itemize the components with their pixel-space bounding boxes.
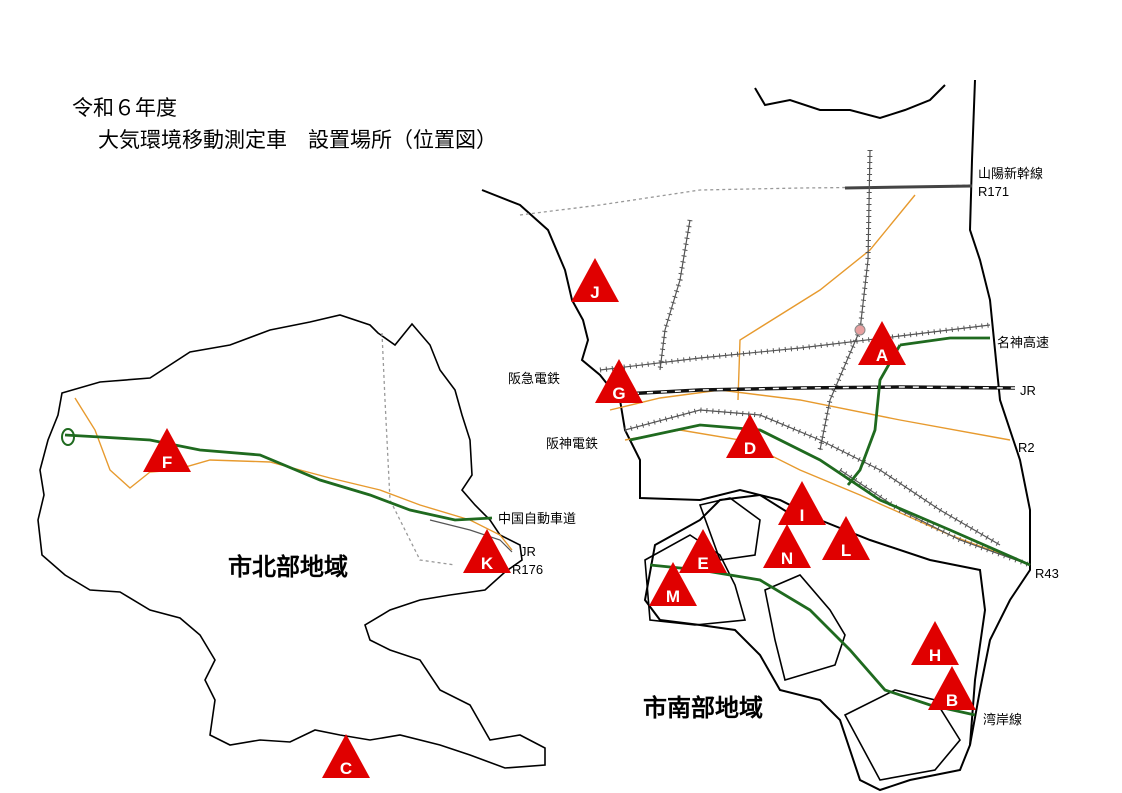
port-island-1 xyxy=(644,534,747,626)
label-sanyo-shinkansen: 山陽新幹線 xyxy=(978,166,1043,181)
hanshin-expressway-link xyxy=(846,344,902,486)
title-line-2: 大気環境移動測定車 設置場所（位置図） xyxy=(98,128,497,152)
south-area-boundary xyxy=(481,189,987,792)
title-line-1: 令和６年度 xyxy=(72,96,177,120)
r43-road xyxy=(624,429,1031,566)
marker-f-triangle xyxy=(143,428,191,472)
marker-a[interactable]: A xyxy=(858,321,906,365)
south-dashed-line xyxy=(519,184,973,216)
marker-b-triangle xyxy=(928,666,976,710)
label-r171: R171 xyxy=(978,184,1009,199)
north-national-road xyxy=(74,397,513,551)
marker-a-label: A xyxy=(876,346,888,365)
marker-i-label: I xyxy=(800,506,805,525)
label-r176: R176 xyxy=(512,562,543,577)
marker-e-triangle xyxy=(679,529,727,573)
marker-c-label: C xyxy=(340,759,352,778)
marker-h-triangle xyxy=(911,621,959,665)
marker-j[interactable]: J xyxy=(571,258,619,302)
region-label-south: 市南部地域 xyxy=(643,694,763,722)
north-expressway xyxy=(64,433,493,522)
marker-m-label: M xyxy=(666,587,680,606)
marker-k-label: K xyxy=(481,554,494,573)
marker-g[interactable]: G xyxy=(595,359,643,403)
marker-g-triangle xyxy=(595,359,643,403)
label-hanshin: 阪神電鉄 xyxy=(546,436,598,451)
south-rail-branch xyxy=(659,219,691,371)
marker-a-triangle xyxy=(858,321,906,365)
north-rail-dashed xyxy=(381,332,456,566)
station-markers: A B C D E F G H xyxy=(143,258,976,778)
port-island-4 xyxy=(698,497,761,561)
marker-m[interactable]: M xyxy=(649,562,697,606)
label-jr-south: JR xyxy=(1020,383,1036,398)
marker-j-label: J xyxy=(590,283,599,302)
r171-road xyxy=(737,194,916,401)
marker-h-label: H xyxy=(929,646,941,665)
map-title: 令和６年度 大気環境移動測定車 設置場所（位置図） xyxy=(72,92,497,156)
marker-b-label: B xyxy=(946,691,958,710)
r2-road xyxy=(609,389,1011,441)
label-chugoku-expressway: 中国自動車道 xyxy=(498,511,576,526)
hankyu-line xyxy=(599,324,991,371)
north-area: 市北部地域 中国自動車道 JR R176 xyxy=(37,314,576,769)
north-junction xyxy=(61,428,75,446)
marker-g-label: G xyxy=(612,384,625,403)
marker-d-triangle xyxy=(726,414,774,458)
marker-c-triangle xyxy=(322,734,370,778)
marker-k[interactable]: K xyxy=(463,529,511,573)
hanshin-line-ticks xyxy=(624,407,1002,548)
marker-c[interactable]: C xyxy=(322,734,370,778)
marker-d[interactable]: D xyxy=(726,414,774,458)
marker-i[interactable]: I xyxy=(778,481,826,525)
marker-l-label: L xyxy=(841,541,851,560)
label-hankyu: 阪急電鉄 xyxy=(508,371,560,386)
south-rail-lower-ticks xyxy=(838,467,1031,568)
south-rail-branch-ticks xyxy=(657,219,693,371)
hanshin-expressway xyxy=(629,423,1031,567)
north-area-boundary xyxy=(37,314,546,769)
south-east-boundary xyxy=(968,79,1031,746)
marker-e-label: E xyxy=(697,554,708,573)
south-north-boundary xyxy=(754,84,946,120)
marker-f[interactable]: F xyxy=(143,428,191,472)
marker-i-triangle xyxy=(778,481,826,525)
label-r2: R2 xyxy=(1018,440,1035,455)
meishin-expressway xyxy=(899,336,990,347)
label-wangan: 湾岸線 xyxy=(983,712,1022,727)
jr-line-south xyxy=(604,385,1016,397)
south-rail-lower xyxy=(839,469,1031,566)
sanyo-shinkansen-line xyxy=(844,184,973,190)
marker-n-label: N xyxy=(781,549,793,568)
marker-n[interactable]: N xyxy=(763,524,811,568)
marker-k-triangle xyxy=(463,529,511,573)
port-island-3 xyxy=(843,689,961,781)
port-island-2 xyxy=(764,574,846,682)
marker-j-triangle xyxy=(571,258,619,302)
interchange-icon xyxy=(854,324,866,336)
marker-f-label: F xyxy=(162,453,172,472)
marker-b[interactable]: B xyxy=(928,666,976,710)
marker-n-triangle xyxy=(763,524,811,568)
marker-e[interactable]: E xyxy=(679,529,727,573)
label-jr-north: JR xyxy=(520,544,536,559)
label-meishin: 名神高速 xyxy=(997,335,1049,350)
marker-h[interactable]: H xyxy=(911,621,959,665)
marker-d-label: D xyxy=(744,439,756,458)
label-r43: R43 xyxy=(1035,566,1059,581)
south-area: 市南部地域 山陽新幹線 R171 名神高速 阪急電鉄 JR 阪神電鉄 R2 R4… xyxy=(481,79,1059,792)
marker-m-triangle xyxy=(649,562,697,606)
marker-l[interactable]: L xyxy=(822,516,870,560)
region-label-north: 市北部地域 xyxy=(228,553,348,581)
marker-l-triangle xyxy=(822,516,870,560)
